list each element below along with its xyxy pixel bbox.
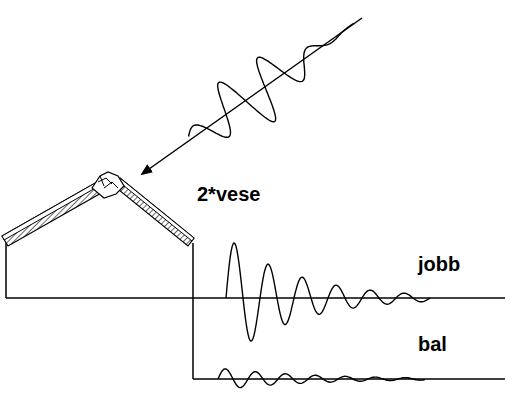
right-channel-label: jobb: [418, 254, 460, 274]
apex-detail: [98, 176, 118, 188]
wave-arrow: [142, 18, 362, 174]
right-plate: [114, 178, 194, 246]
right-plate-face: [118, 178, 194, 241]
left-signal-trace: [218, 369, 425, 388]
left-baseline: [193, 378, 505, 380]
right-signal-trace: [226, 243, 430, 341]
wave-label: 2*vese: [197, 184, 260, 204]
left-channel-label: bal: [418, 334, 447, 354]
left-plate-face: [2, 178, 106, 240]
right-leg: [192, 243, 194, 379]
left-leg: [5, 243, 7, 298]
incoming-wave: [189, 23, 354, 137]
apex-sensor: [92, 172, 124, 198]
